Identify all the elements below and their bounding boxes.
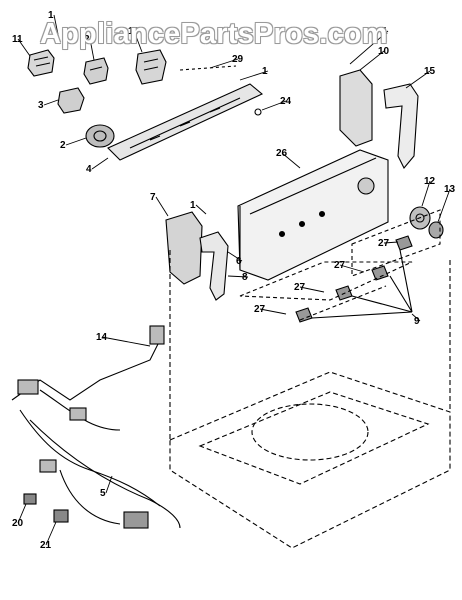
callout-leader-c6 (227, 251, 243, 262)
callout-leader-c24 (261, 100, 287, 111)
callout-leader-c27d (259, 308, 287, 315)
callout-c29: 29 (232, 54, 244, 65)
part-connector-21 (53, 509, 69, 523)
leader-lines-9 (311, 249, 413, 319)
callout-leader-c14 (101, 336, 151, 347)
callout-leader-c9 (411, 313, 421, 322)
callout-leader-c1a (53, 14, 61, 45)
callout-leader-c3 (43, 99, 59, 106)
callout-leader-c27b (339, 264, 365, 273)
callout-leader-c19 (133, 30, 143, 53)
callout-c26: 26 (276, 148, 288, 159)
callout-c14: 14 (96, 332, 108, 343)
callout-c3: 3 (38, 100, 44, 111)
callout-leader-c5 (105, 475, 113, 494)
callout-leader-c21 (45, 521, 57, 546)
part-wire-harness-5 (11, 325, 181, 529)
callout-c1a: 1 (48, 10, 54, 21)
callout-c1b: 1 (262, 66, 268, 77)
callout-c15: 15 (424, 66, 436, 77)
callout-c27b: 27 (334, 260, 346, 271)
part-console-26 (237, 149, 389, 281)
callout-c6: 6 (236, 256, 242, 267)
callout-c20: 20 (12, 518, 24, 529)
part-switch-11 (27, 49, 55, 77)
part-bracket-4 (107, 83, 264, 161)
part-switch-19 (135, 49, 167, 85)
screw-24 (254, 108, 262, 116)
callout-leader-c22 (89, 38, 95, 61)
part-timer-2 (85, 124, 115, 148)
callout-leader-c12 (421, 180, 431, 207)
callout-leader-c8 (227, 275, 249, 278)
callout-c27d: 27 (254, 304, 266, 315)
dashed-guides (239, 209, 441, 321)
part-cover-15 (383, 83, 419, 169)
callout-c4: 4 (86, 164, 92, 175)
callout-leader-c27a (383, 241, 399, 244)
callout-leader-c13 (437, 188, 451, 223)
part-switch-22 (83, 57, 109, 85)
callout-c1c: 1 (382, 26, 388, 37)
callout-c27c: 27 (294, 282, 306, 293)
callout-leader-c1d (195, 204, 207, 215)
callout-c1d: 1 (190, 200, 196, 211)
callout-c8: 8 (242, 272, 248, 283)
part-endcap-10 (339, 69, 373, 147)
callout-leader-c1c (349, 30, 389, 65)
callout-leader-c15 (405, 70, 431, 89)
part-endcap-7 (165, 211, 203, 285)
callout-c19: 19 (128, 26, 140, 37)
callout-leader-c27c (299, 286, 325, 293)
callout-leader-c11 (17, 38, 31, 57)
part-cover-8 (199, 231, 229, 301)
callout-c21: 21 (40, 540, 52, 551)
callout-leader-c7 (155, 196, 169, 217)
watermark-text: AppliancePartsPros.com (40, 18, 388, 50)
callout-leader-c29 (209, 58, 239, 69)
callout-c9: 9 (414, 316, 420, 327)
callout-c2: 2 (60, 140, 66, 151)
screw-29 (179, 65, 237, 71)
callout-leader-c2 (65, 137, 87, 146)
callout-c24: 24 (280, 96, 292, 107)
callout-c7: 7 (150, 192, 156, 203)
callout-c22: 22 (84, 34, 96, 45)
callout-c11: 11 (12, 34, 23, 45)
callout-leader-c1b (239, 70, 269, 81)
part-terminal-20 (23, 493, 37, 505)
callout-c13: 13 (444, 184, 456, 195)
callout-leader-c4 (91, 157, 109, 170)
callout-c12: 12 (424, 176, 436, 187)
callout-leader-c20 (17, 503, 27, 524)
part-knob-13 (428, 221, 444, 239)
callout-c27a: 27 (378, 238, 390, 249)
callout-leader-c10 (359, 50, 385, 71)
callout-leader-c26 (281, 152, 301, 169)
part-switch-3 (57, 87, 85, 114)
washer-top-outline (169, 250, 451, 549)
callout-c5: 5 (100, 488, 106, 499)
callout-c10: 10 (378, 46, 390, 57)
